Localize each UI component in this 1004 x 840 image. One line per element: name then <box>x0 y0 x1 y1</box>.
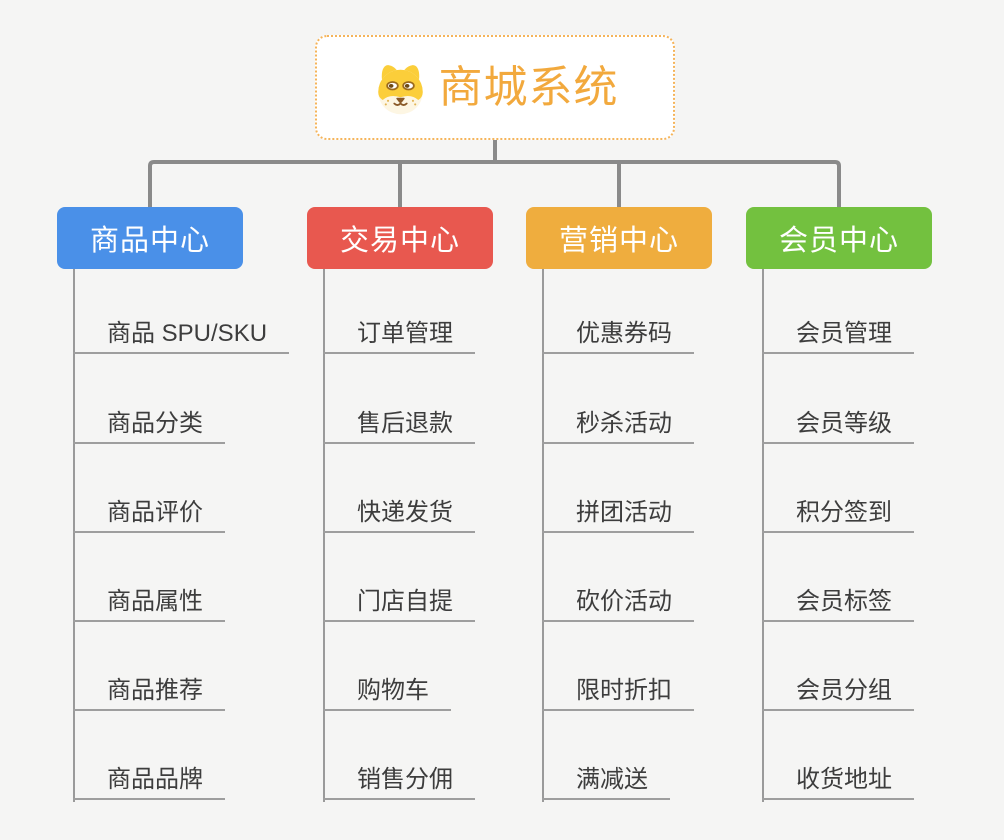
leaf-node[interactable]: 拼团活动 <box>542 493 694 533</box>
branch-label: 商品中心 <box>89 225 210 257</box>
leaf-node[interactable]: 砍价活动 <box>542 582 694 622</box>
leaf-node[interactable]: 售后退款 <box>323 404 475 444</box>
leaf-node[interactable]: 商品 SPU/SKU <box>73 314 290 354</box>
leaf-node[interactable]: 门店自提 <box>323 582 475 622</box>
branch-label: 营销中心 <box>558 225 679 257</box>
leaf-node[interactable]: 商品分类 <box>73 404 225 444</box>
leaf-node[interactable]: 会员分组 <box>762 671 914 711</box>
branch-trunk-line <box>542 269 544 802</box>
branch-header-product-center[interactable]: 商品中心 <box>57 207 243 269</box>
dog-face-icon <box>372 59 429 116</box>
branch-bus-line <box>148 160 841 208</box>
branch-trunk-line <box>323 269 325 802</box>
leaf-node[interactable]: 会员标签 <box>762 582 914 622</box>
leaf-node[interactable]: 购物车 <box>323 671 451 711</box>
leaf-node[interactable]: 订单管理 <box>323 314 475 354</box>
leaf-node[interactable]: 优惠券码 <box>542 314 694 354</box>
leaf-node[interactable]: 销售分佣 <box>323 760 475 800</box>
leaf-node[interactable]: 积分签到 <box>762 493 914 533</box>
leaf-node[interactable]: 商品推荐 <box>73 671 225 711</box>
branch-header-marketing-center[interactable]: 营销中心 <box>526 207 712 269</box>
leaf-node[interactable]: 收货地址 <box>762 760 914 800</box>
leaf-node[interactable]: 会员管理 <box>762 314 914 354</box>
root-title: 商城系统 <box>438 62 619 112</box>
branch-label: 交易中心 <box>339 225 460 257</box>
leaf-node[interactable]: 商品评价 <box>73 493 225 533</box>
branch-trunk-line <box>762 269 764 802</box>
leaf-node[interactable]: 快递发货 <box>323 493 475 533</box>
root-node[interactable]: 商城系统 <box>315 35 675 140</box>
leaf-node[interactable]: 限时折扣 <box>542 671 694 711</box>
branch-label: 会员中心 <box>778 225 899 257</box>
branch-header-member-center[interactable]: 会员中心 <box>746 207 932 269</box>
leaf-node[interactable]: 秒杀活动 <box>542 404 694 444</box>
leaf-node[interactable]: 商品属性 <box>73 582 225 622</box>
leaf-node[interactable]: 商品品牌 <box>73 760 225 800</box>
leaf-node[interactable]: 会员等级 <box>762 404 914 444</box>
leaf-node[interactable]: 满减送 <box>542 760 670 800</box>
branch-trunk-line <box>73 269 75 802</box>
branch-header-trade-center[interactable]: 交易中心 <box>307 207 493 269</box>
